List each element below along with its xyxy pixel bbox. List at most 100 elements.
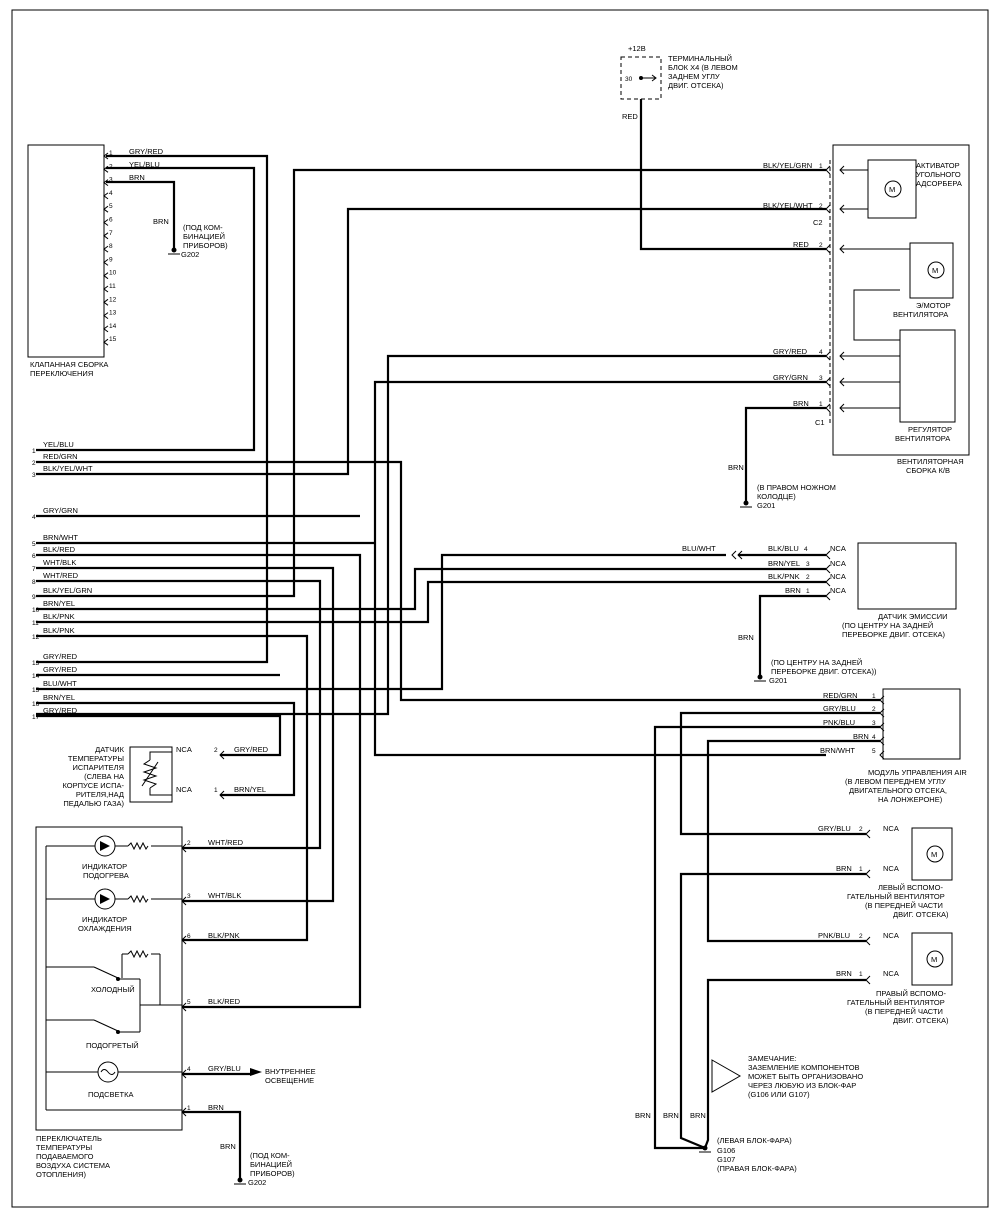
connector-marker [825,403,831,413]
valve-pin-3: 3 [109,177,113,184]
fan-w6-label: BRN [793,399,809,408]
light-label: ПОДСВЕТКА [88,1090,134,1099]
switch-w6-label: BLK/PNK [208,931,240,940]
valve-pin-8: 8 [109,243,113,250]
switch-p5-label: 5 [187,999,191,1006]
left-wire-label-1: YEL/BLU [43,440,74,449]
left-pin-17: 17 [32,714,40,721]
left-pin-10: 10 [32,607,40,614]
switch-gnd-note-1: (ПОД КОМ- [250,1151,290,1160]
emission-p4-label: 1 [806,588,810,595]
fan-assy-name-2: СБОРКА К/В [906,466,950,475]
valve-name-2: ПЕРЕКЛЮЧЕНИЯ [30,369,93,378]
connector-marker [737,550,743,560]
cool-indicator-2: ОХЛАЖДЕНИЯ [78,924,132,933]
evap-name-3: ИСПАРИТЕЛЯ [72,763,124,772]
evap-p2-label: 1 [214,787,218,794]
connector-marker [879,708,885,718]
connector-marker [181,1002,187,1012]
left-pin-13: 13 [32,660,40,667]
internal-light-2: ОСВЕЩЕНИЕ [265,1076,314,1085]
connector-markers [181,165,910,1117]
note-line-3: МОЖЕТ БЫТЬ ОРГАНИЗОВАНО [748,1072,863,1081]
evap-name-2: ТЕМПЕРАТУРЫ [68,754,124,763]
connector-marker [825,591,831,601]
emission-nca-4: NCA [830,586,846,595]
emission-gnd-wire-label: BRN [738,633,754,642]
note-brn-1: BRN [635,1111,651,1120]
connector-marker [879,722,885,732]
fan-c2-label: C2 [813,218,823,227]
terminal-name-2: БЛОК Х4 (В ЛЕВОМ [668,63,738,72]
left-pin-16: 16 [32,701,40,708]
right-fan-nca-2: NCA [883,969,899,978]
emission-nca-1: NCA [830,544,846,553]
left-fan-w1-label: GRY/BLU [818,824,851,833]
switch-w1-label: BRN [208,1103,224,1112]
left-wire-label-9: BLK/YEL/GRN [43,586,92,595]
connector-marker [219,790,225,800]
fan-p1-label: 1 [819,163,823,170]
evap-name-4: (СЛЕВА НА [84,772,124,781]
left-wire-label-14: GRY/RED [43,665,78,674]
cool-indicator-1: ИНДИКАТОР [82,915,127,924]
air-name-1: МОДУЛЬ УПРАВЛЕНИЯ AIR [868,768,967,777]
evap-name-6: РИТЕЛЯ,НАД [76,790,124,799]
left-pin-8: 8 [32,579,36,586]
left-wire-label-17: GRY/RED [43,706,78,715]
fan-p6-label: 1 [819,401,823,408]
valve-gnd-note-3: ПРИБОРОВ) [183,241,228,250]
connector-marker [825,577,831,587]
left-pin-7: 7 [32,566,36,573]
left-pin-6: 6 [32,553,36,560]
left-fan-name-1: ЛЕВЫЙ ВСПОМО- [878,883,944,892]
headlamp-gnd-2: G106 [717,1146,735,1155]
left-fan-name-2: ГАТЕЛЬНЫЙ ВЕНТИЛЯТОР [847,892,945,901]
air-name-3: ДВИГАТЕЛЬНОГО ОТСЕКА, [849,786,947,795]
switch-gnd-wire-label: BRN [220,1142,236,1151]
left-pin-9: 9 [32,594,36,601]
left-fan-nca-1: NCA [883,824,899,833]
valve-pin-15: 15 [109,336,117,343]
connector-marker [181,1107,187,1117]
connector-marker [865,975,871,985]
emission-name-3: ПЕРЕБОРКЕ ДВИГ. ОТСЕКА) [842,630,946,639]
valve-pin-1: 1 [109,150,113,157]
valve-pin-12: 12 [109,296,117,303]
evap-w2-label: BRN/YEL [234,785,266,794]
left-wire-label-5: BRN/WHT [43,533,78,542]
left-fan-p2-label: 1 [859,866,863,873]
air-pin-4: 4 [872,734,876,741]
right-fan-p1-label: 2 [859,933,863,940]
canister-name-2: УГОЛЬНОГО [916,170,961,179]
heat-indicator-1: ИНДИКАТОР [82,862,127,871]
valve-w2-label: YEL/BLU [129,160,160,169]
valve-gnd-note-2: БИНАЦИЕЙ [183,232,225,241]
left-wire-label-6: BLK/RED [43,545,76,554]
left-wire-label-10: BRN/YEL [43,599,75,608]
regulator-name-2: ВЕНТИЛЯТОРА [895,434,950,443]
left-pin-5: 5 [32,541,36,548]
connector-marker [879,750,885,760]
evap-p1-label: 2 [214,747,218,754]
valve-pin-6: 6 [109,217,113,224]
terminal-pin-label: 30 [625,76,633,83]
switch-gnd-note-3: ПРИБОРОВ) [250,1169,295,1178]
terminal-name-3: ЗАДНЕМ УГЛУ [668,72,720,81]
right-fan-name-1: ПРАВЫЙ ВСПОМО- [876,989,946,998]
right-fan-motor-m: M [931,955,937,964]
right-aux-fan: M PNK/BLU 2 NCA BRN 1 NCA ПРАВЫЙ ВСПОМО-… [818,931,953,1025]
emission-name-2: (ПО ЦЕНТРУ НА ЗАДНЕЙ [842,621,933,630]
valve-pin-11: 11 [109,283,116,290]
emission-p2-label: 3 [806,561,810,568]
air-pin-5: 5 [872,748,876,755]
emission-p1-label: 4 [804,546,808,553]
left-wire-label-13: GRY/RED [43,652,78,661]
valve-pin-14: 14 [109,323,117,330]
valve-w1-label: GRY/RED [129,147,164,156]
right-fan-name-2: ГАТЕЛЬНЫЙ ВЕНТИЛЯТОР [847,998,945,1007]
left-fan-w2-label: BRN [836,864,852,873]
